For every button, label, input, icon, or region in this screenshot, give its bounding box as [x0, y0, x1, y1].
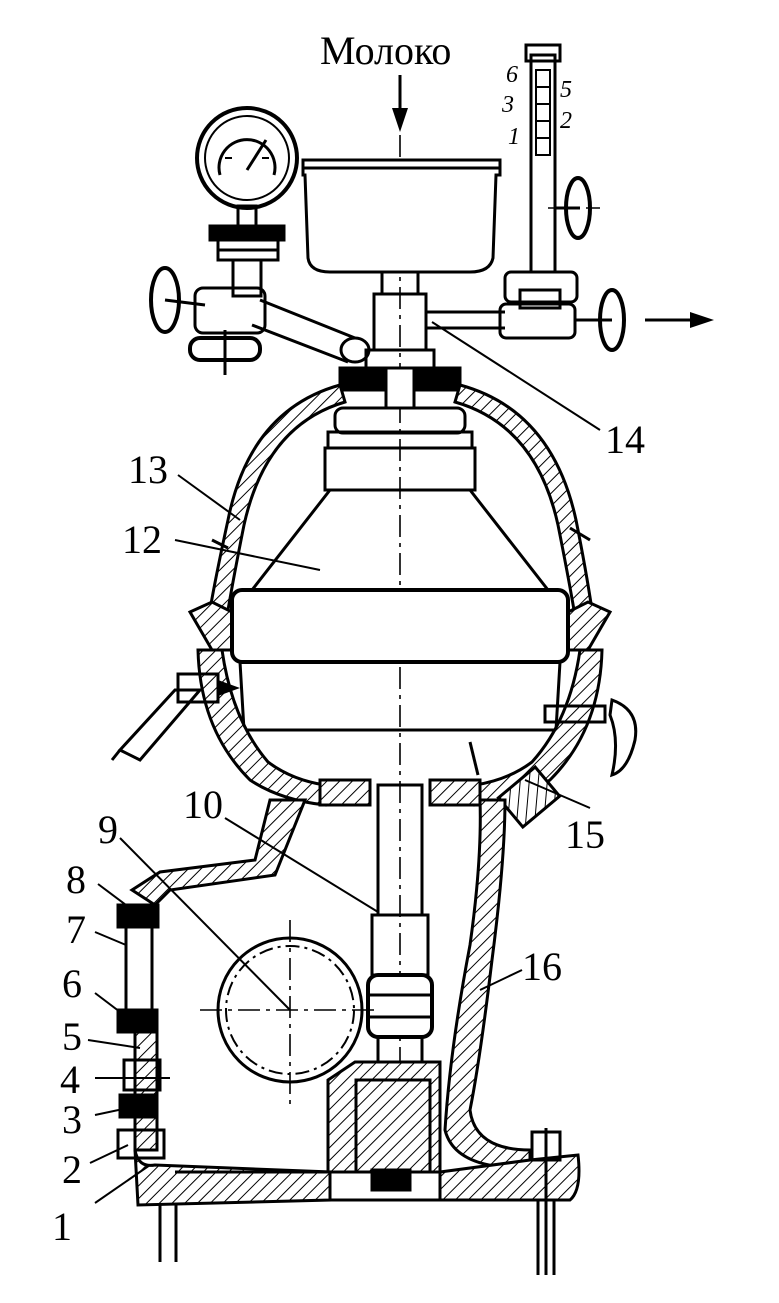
callout-8: 8	[66, 857, 86, 902]
callout-labels: 1 2 3 4 5 6 7 8 9 10 12 13 14 15 16	[52, 417, 645, 1249]
inlet-valve	[149, 266, 371, 375]
scale-label-5: 5	[560, 77, 572, 103]
callout-12: 12	[122, 517, 162, 562]
inlet-label: Молоко	[320, 28, 451, 73]
callout-4: 4	[60, 1057, 80, 1102]
inlet-arrow	[392, 75, 408, 132]
callout-14: 14	[605, 417, 645, 462]
drum-cover	[187, 383, 613, 652]
oil-level-indicator	[116, 903, 166, 1160]
side-fittings	[110, 672, 638, 778]
spindle	[366, 783, 434, 1064]
scale-label-3: 3	[501, 92, 514, 118]
receiving-cup	[301, 158, 502, 296]
callout-5: 5	[62, 1014, 82, 1059]
callout-10: 10	[183, 782, 223, 827]
callout-2: 2	[62, 1147, 82, 1192]
scale-label-6: 6	[506, 62, 518, 88]
callout-7: 7	[66, 907, 86, 952]
outlet-assembly	[426, 43, 714, 352]
callout-3: 3	[62, 1097, 82, 1142]
callout-9: 9	[98, 807, 118, 852]
callout-13: 13	[128, 447, 168, 492]
callout-16: 16	[522, 944, 562, 989]
flowmeter-scale: 6 5 3 2 1	[501, 62, 572, 150]
callout-leaders	[87, 321, 601, 1204]
scale-label-1: 1	[508, 124, 520, 150]
scale-label-2: 2	[560, 108, 572, 134]
callout-6: 6	[62, 961, 82, 1006]
inlet-body	[338, 292, 462, 410]
bearing-housing	[326, 1060, 442, 1174]
callout-15: 15	[565, 812, 605, 857]
pressure-gauge	[195, 106, 299, 298]
callout-1: 1	[52, 1204, 72, 1249]
